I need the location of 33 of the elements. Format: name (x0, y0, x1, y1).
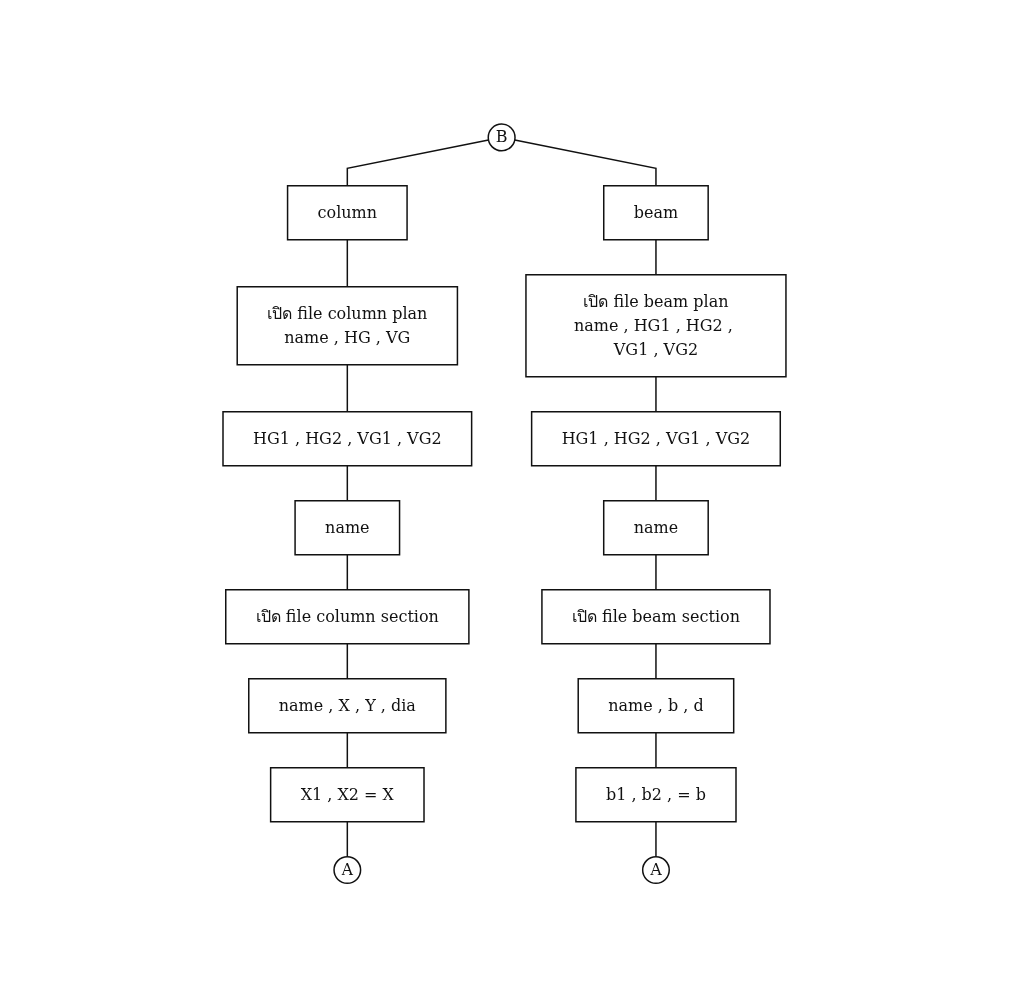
node-box: HG1 , HG2 , VG1 , VG2 (222, 411, 473, 467)
node-box: name , b , d (577, 678, 735, 734)
node-circle: A (333, 856, 362, 885)
node-box: beam (603, 185, 709, 241)
connector (655, 554, 657, 591)
node-circle: B (487, 123, 516, 152)
connector (346, 732, 349, 769)
connector (655, 821, 657, 858)
connector (346, 364, 349, 413)
connector (346, 139, 490, 187)
connector (346, 239, 349, 288)
node-box: column (286, 185, 408, 241)
connector (655, 465, 657, 502)
node-box: name , X , Y , dia (248, 678, 447, 734)
connector (655, 376, 657, 413)
node-box: เปิด file column plan name , HG , VG (236, 286, 459, 366)
node-box: เปิด file beam section (541, 589, 771, 645)
connector (346, 643, 349, 680)
connector (346, 821, 349, 858)
node-box: name (603, 500, 709, 556)
connector (514, 139, 657, 187)
node-box: name (294, 500, 401, 556)
node-box: เปิด file column section (225, 589, 470, 645)
node-box: b1 , b2 , = b (575, 767, 737, 823)
node-box: เปิด file beam plan name , HG1 , HG2 , VG1 , VG2 (525, 274, 787, 378)
connector (655, 239, 657, 276)
node-box: HG1 , HG2 , VG1 , VG2 (530, 411, 782, 467)
connector (655, 732, 657, 769)
connector (346, 554, 349, 591)
node-circle: A (641, 856, 670, 885)
node-box: X1 , X2 = X (269, 767, 425, 823)
connector (346, 465, 349, 502)
connector (655, 643, 657, 680)
